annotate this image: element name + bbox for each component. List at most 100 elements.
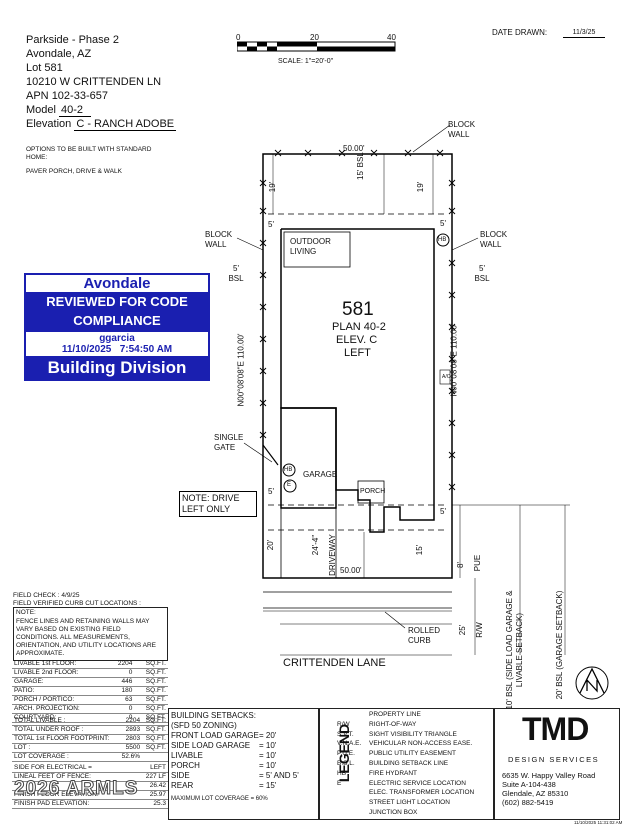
stamp-line2: COMPLIANCE (73, 313, 161, 328)
date-drawn-value: 11/3/25 (563, 28, 605, 38)
field-check: FIELD CHECK : 4/9/25 (13, 592, 80, 599)
garage-outline (280, 407, 337, 509)
legend-symbol (337, 710, 369, 720)
company-addr1: 6635 W. Happy Valley Road (502, 771, 596, 780)
setback-value: = 10' (259, 761, 277, 770)
scale-bar (237, 41, 396, 52)
garage-5: 5' (268, 487, 274, 496)
setback-value: = 5' AND 5' (259, 771, 299, 780)
setback-label: SIDE (171, 771, 190, 780)
block-wall-label-top: BLOCK WALL (448, 120, 476, 139)
north-arrow (575, 666, 609, 700)
apn-value: 102-33-657 (51, 90, 108, 102)
field-note-title: NOTE: (16, 609, 36, 616)
area-row-unit: SQ.FT. (134, 704, 168, 714)
bsl-left: 5' BSL (228, 264, 244, 283)
area-row-label: PATIO: (12, 686, 109, 696)
area-row-value: 446 (108, 677, 135, 687)
project-info: Parkside - Phase 2 Avondale, AZ Lot 581 … (26, 33, 177, 131)
totals-row-value: 2204 (118, 717, 143, 726)
elevation-label-plan: ELEV. C (336, 334, 378, 346)
area-row-value: 2204 (108, 660, 135, 669)
totals-row-unit: SQ.FT. (142, 717, 168, 726)
right-bearing: N00°08'08"E 110.00' (449, 323, 459, 397)
legend-text: ELECTRIC SERVICE LOCATION (369, 779, 466, 787)
date-drawn-label: DATE DRAWN: (492, 28, 548, 37)
handing-label: LEFT (344, 347, 371, 359)
street-name: CRITTENDEN LANE (283, 657, 386, 669)
elevation-value: C - RANCH ADOBE (74, 118, 177, 131)
area-row-unit: SQ.FT. (134, 660, 168, 669)
lot-value: 581 (44, 62, 63, 74)
totals-row-value: 2893 (118, 725, 143, 735)
misc-row: FINISH FLOOR ELEVATION:25.97 (12, 790, 168, 800)
scale-tick-20: 20 (310, 33, 319, 42)
electric-icon: E (287, 482, 292, 488)
field-note-box: NOTE: FENCE LINES AND RETAINING WALLS MA… (13, 607, 168, 661)
porch-label: PORCH (360, 488, 386, 495)
legend-row: JUNCTION BOX (337, 808, 474, 818)
legend-symbol (337, 808, 369, 818)
driveway-label: DRIVEWAY (327, 534, 337, 576)
legend-symbol (337, 798, 369, 808)
area-row-value: 63 (108, 695, 135, 705)
area-row-value: 0 (108, 668, 135, 678)
area-row-label: LIVABLE 2nd FLOOR: (12, 668, 109, 678)
legend-row: V.N.A.E.VEHICULAR NON-ACCESS EASE. (337, 739, 474, 749)
company-box: TMD DESIGN SERVICES 6635 W. Happy Valley… (493, 708, 620, 820)
lot-number-label: 581 (342, 299, 374, 320)
city: Avondale, AZ (26, 48, 92, 60)
legend-row: P.U.E.PUBLIC UTILITY EASEMENT (337, 749, 474, 759)
driveway-dim: 24'-4" (311, 534, 321, 556)
block-wall-label-right: BLOCK WALL (480, 230, 508, 249)
totals-row-value: 5500 (118, 743, 143, 753)
totals-row: LOT COVERAGE :52.6% (12, 752, 168, 762)
note-drive: NOTE: DRIVE LEFT ONLY (179, 491, 257, 517)
setback-row: SIDE LOAD GARAGE= 10' (169, 741, 319, 751)
setbacks-box: BUILDING SETBACKS: (SFD 50 ZONING) FRONT… (168, 708, 320, 820)
company-addr2: Suite A-104-438 (502, 780, 556, 789)
totals-row-unit: SQ.FT. (142, 743, 168, 753)
rolled-curb-label: ROLLED CURB (408, 626, 441, 645)
garage-label: GARAGE (303, 470, 338, 479)
setbacks-max: MAXIMUM LOT COVERAGE = 60% (171, 796, 268, 802)
misc-row-label (12, 781, 135, 791)
bsl-right: 5' BSL (474, 264, 490, 283)
model-value: 40-2 (59, 104, 92, 117)
bsl-20-label: 20' BSL (GARAGE SETBACK) (555, 590, 564, 700)
site-plan-drawing (236, 124, 609, 700)
stamp-brand: Avondale (26, 275, 208, 292)
legend-text: SIGHT VISIBILITY TRIANGLE (369, 730, 457, 738)
setback-label: REAR (171, 781, 194, 790)
totals-row-label: LOT COVERAGE : (12, 752, 119, 762)
area-row-label: PORCH / PORTICO: (12, 695, 109, 705)
misc-row: SIDE FOR ELECTRICAL =LEFT (12, 764, 168, 773)
rear-setback-left: 19' (268, 181, 278, 193)
field-note: FENCE LINES AND RETAINING WALLS MAY VARY… (16, 618, 157, 657)
stamp-time: 7:54:50 AM (119, 344, 173, 355)
outdoor-living-outline (283, 231, 351, 268)
misc-row-label: FINISH PAD ELEVATION: (12, 799, 135, 809)
legend-symbol: R/W (337, 720, 350, 728)
rw-label: R/W (474, 622, 484, 638)
totals-row-unit: SQ.FT. (142, 734, 168, 744)
misc-row-label: FINISH FLOOR ELEVATION: (12, 790, 135, 800)
setback-value: = 15' (259, 781, 277, 790)
footer-timestamp: 11/10/2025 11:31:02 AM (574, 820, 623, 825)
area-row-value: 0 (108, 704, 135, 714)
stamp-reviewer: ggarcia (99, 333, 135, 344)
misc-row-label: LINEAL FEET OF FENCE: (12, 772, 135, 782)
scale-tick-0: 0 (236, 33, 241, 42)
totals-row-label: TOTAL LIVABLE : (12, 717, 119, 726)
